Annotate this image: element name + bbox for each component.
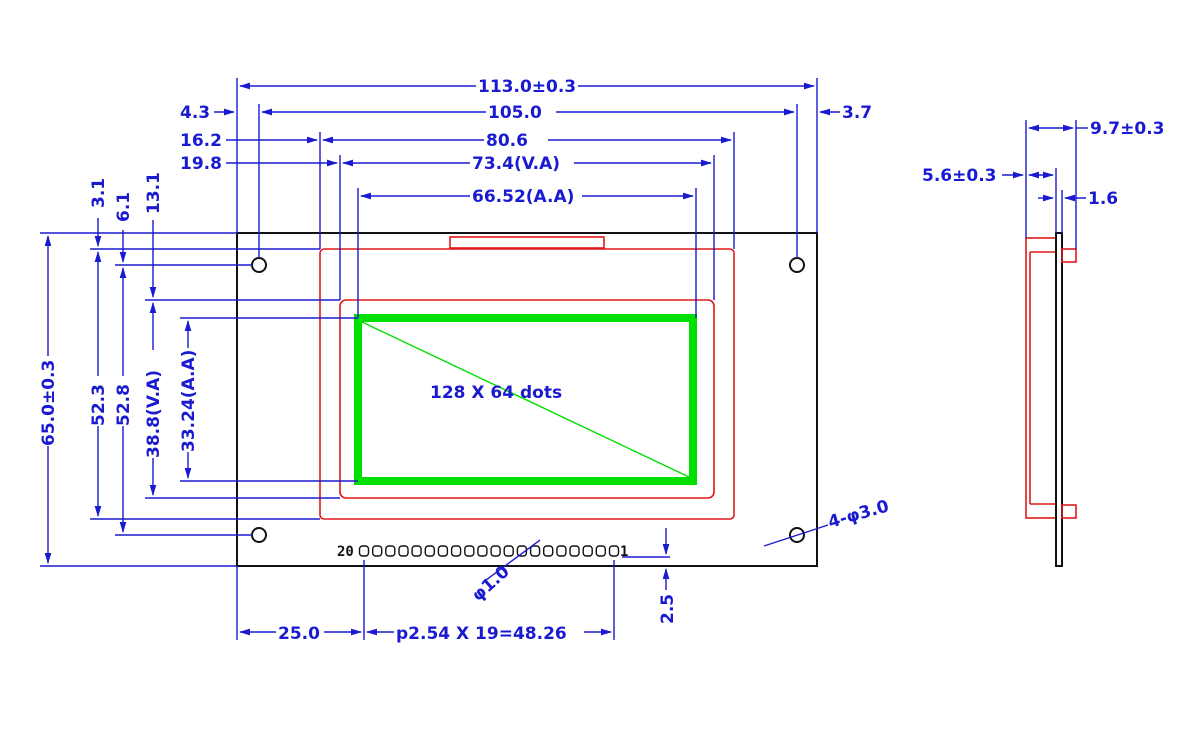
pin-pad <box>595 545 606 557</box>
dim-pin-bottom-offset: 2.5 <box>658 594 678 624</box>
pin-pad <box>556 545 567 557</box>
pin-pad <box>543 545 554 557</box>
mount-hole-bottom-right <box>789 527 805 543</box>
dim-bezel-left-offset: 16.2 <box>180 131 222 151</box>
display-resolution-label: 128 X 64 dots <box>430 383 562 403</box>
dim-pcb-thickness: 1.6 <box>1088 189 1118 209</box>
mount-hole-top-right <box>789 257 805 273</box>
pin-first-label: 20 <box>337 544 354 560</box>
dim-view-area-height: 38.8(V.A) <box>144 370 164 458</box>
dim-mount-holes: 4-φ3.0 <box>826 496 892 532</box>
dim-view-area-left-offset: 19.8 <box>180 154 222 174</box>
pin-pad <box>477 545 488 557</box>
dim-right-hole-offset: 3.7 <box>842 103 872 123</box>
pin-pad <box>529 545 541 557</box>
active-area <box>354 314 697 485</box>
pin-pad <box>385 545 396 557</box>
pin-pad <box>608 545 620 557</box>
dim-top-va-offset: 13.1 <box>144 172 164 214</box>
top-tab <box>449 236 605 249</box>
pin-pad <box>516 545 528 557</box>
dim-side-thickness: 9.7±0.3 <box>1090 119 1164 139</box>
side-pcb <box>1055 232 1063 567</box>
dim-hole-spacing-width: 105.0 <box>488 103 542 123</box>
pcb-outline <box>236 232 818 567</box>
vertical-dimensions: 65.0±0.3 52.3 52.8 38.8(V.A) 33.24(A.A) … <box>39 172 358 567</box>
dim-active-area-width: 66.52(A.A) <box>472 187 574 207</box>
dim-left-hole-offset: 4.3 <box>180 103 210 123</box>
pin-pad <box>424 545 435 557</box>
dim-overall-width: 113.0±0.3 <box>478 77 576 97</box>
pin-pad <box>582 545 593 557</box>
pin-pad <box>358 545 370 557</box>
view-area-outline <box>339 299 715 499</box>
mount-hole-top-left <box>251 257 267 273</box>
dim-bezel-width: 80.6 <box>486 131 528 151</box>
front-view: 128 X 64 dots 20 1 <box>236 232 818 567</box>
pin-pad <box>411 545 422 557</box>
dim-bezel-height-a: 52.3 <box>89 384 109 426</box>
mount-hole-bottom-left <box>251 527 267 543</box>
bezel-outline <box>319 248 735 520</box>
dim-active-area-height: 33.24(A.A) <box>179 350 199 452</box>
horizontal-dimensions: 113.0±0.3 105.0 4.3 3.7 80.6 16.2 73.4(V… <box>180 77 872 318</box>
dim-overall-height: 65.0±0.3 <box>39 360 59 446</box>
active-area-diagonal <box>361 321 690 478</box>
pin-pad <box>450 545 462 557</box>
pin-pad <box>503 545 514 557</box>
dim-hole-spacing-height: 52.8 <box>114 384 134 426</box>
dim-side-module: 5.6±0.3 <box>922 166 996 186</box>
dim-top-bezel-offset: 6.1 <box>114 192 134 222</box>
pin-pad <box>490 545 501 557</box>
pin-header <box>358 545 620 557</box>
pin-pad <box>372 545 383 557</box>
dim-pin-left-offset: 25.0 <box>278 624 320 644</box>
pin-pad <box>464 545 475 557</box>
dim-top-hole-offset: 3.1 <box>89 178 109 208</box>
dim-pin-hole-dia: φ1.0 <box>468 562 514 606</box>
dim-view-area-width: 73.4(V.A) <box>472 154 560 174</box>
pin-pad <box>398 545 409 557</box>
pin-pad <box>437 545 449 557</box>
dim-pin-pitch: p2.54 X 19=48.26 <box>396 624 567 644</box>
pin-last-label: 1 <box>620 544 628 560</box>
pin-pad <box>569 545 580 557</box>
side-view: 9.7±0.3 5.6±0.3 1.6 <box>922 119 1164 567</box>
